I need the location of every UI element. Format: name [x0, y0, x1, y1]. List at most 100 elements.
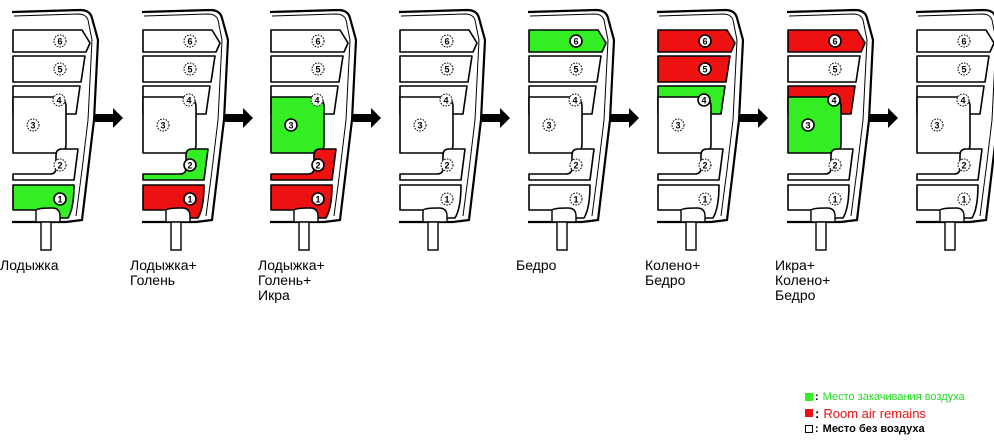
- zone-5: [142, 55, 216, 83]
- zone-label-3: 3: [805, 121, 810, 131]
- zone-label-1: 1: [187, 195, 192, 205]
- connector-port: [551, 207, 577, 223]
- zone-label-3: 3: [160, 121, 165, 131]
- zone-badge-3: [542, 118, 556, 132]
- zone-label-1: 1: [961, 195, 966, 205]
- zone-label-6: 6: [961, 37, 966, 47]
- cuff-stage: 6 5 4 3 2 1: [786, 8, 875, 251]
- zone-label-5: 5: [57, 65, 62, 75]
- zone-badge-6: [957, 34, 971, 48]
- cuff-inner-outline: [788, 13, 868, 217]
- zone-label-1: 1: [573, 195, 578, 205]
- zone-badge-1: [828, 192, 842, 206]
- zone-badge-6: [311, 34, 325, 48]
- zone-label-4: 4: [831, 96, 836, 106]
- connector-port: [35, 207, 61, 223]
- cuff-inner-outline: [400, 13, 480, 217]
- zone-badge-4: [827, 93, 841, 107]
- zone-6: [142, 29, 221, 53]
- zone-label-5: 5: [444, 65, 449, 75]
- connector-tube: [40, 221, 52, 251]
- zone-badge-5: [311, 62, 325, 76]
- zone-badge-5: [183, 62, 197, 76]
- zone-label-5: 5: [315, 65, 320, 75]
- cuff-inner-outline: [13, 13, 93, 217]
- zone-label-2: 2: [702, 161, 707, 171]
- cuff-inner-outline: [529, 13, 609, 217]
- zone-badge-6: [698, 34, 712, 48]
- stage-label: Бедро: [516, 257, 557, 273]
- zone-label-4: 4: [960, 96, 965, 106]
- zone-badge-2: [957, 158, 971, 172]
- zone-badge-3: [284, 118, 298, 132]
- stage-label: Лодыжка+Голень: [130, 257, 197, 288]
- zone-label-6: 6: [187, 37, 192, 47]
- cuff-stage: 6 5 4 3 2 1: [141, 8, 230, 251]
- connector-tube: [944, 221, 956, 251]
- zone-6: [657, 29, 736, 53]
- zone-6: [787, 29, 866, 53]
- zone-label-5: 5: [832, 65, 837, 75]
- arrow-right-icon: [225, 108, 253, 128]
- zone-badge-5: [440, 62, 454, 76]
- zone-badge-6: [183, 34, 197, 48]
- zone-label-2: 2: [832, 161, 837, 171]
- zone-label-4: 4: [443, 96, 448, 106]
- stage-label: Лодыжка: [0, 257, 59, 273]
- legend: : Место закачивания воздуха : Room air r…: [805, 389, 994, 437]
- zone-badge-2: [828, 158, 842, 172]
- cuff-inner-outline: [271, 13, 351, 217]
- zone-label-4: 4: [572, 96, 577, 106]
- zone-label-2: 2: [57, 161, 62, 171]
- arrow-right-icon: [482, 108, 510, 128]
- zone-label-5: 5: [702, 65, 707, 75]
- zone-label-6: 6: [444, 37, 449, 47]
- connector-port: [165, 207, 191, 223]
- zone-5: [399, 55, 473, 83]
- zone-label-2: 2: [573, 161, 578, 171]
- zone-label-1: 1: [832, 195, 837, 205]
- zone-label-4: 4: [186, 96, 191, 106]
- zone-label-4: 4: [701, 96, 706, 106]
- arrow-right-icon: [353, 108, 381, 128]
- cuff-inner-outline: [917, 13, 994, 217]
- legend-swatch-inflating: [805, 393, 813, 401]
- zone-5: [12, 55, 86, 83]
- zone-label-1: 1: [444, 195, 449, 205]
- zone-label-6: 6: [315, 37, 320, 47]
- zone-badge-4: [52, 93, 66, 107]
- connector-port: [939, 207, 965, 223]
- zone-6: [270, 29, 349, 53]
- connector-tube: [815, 221, 827, 251]
- zone-badge-4: [956, 93, 970, 107]
- arrow-right-icon: [611, 108, 639, 128]
- zone-badge-4: [182, 93, 196, 107]
- zone-label-5: 5: [187, 65, 192, 75]
- stage-label: Икра+Колено+Бедро: [775, 257, 831, 303]
- zone-label-6: 6: [832, 37, 837, 47]
- zone-badge-5: [569, 62, 583, 76]
- zone-label-1: 1: [702, 195, 707, 205]
- cuff-inner-outline: [658, 13, 738, 217]
- zone-badge-3: [413, 118, 427, 132]
- legend-swatch-no-air: [805, 425, 813, 433]
- zone-badge-5: [957, 62, 971, 76]
- zone-badge-2: [698, 158, 712, 172]
- zone-badge-2: [569, 158, 583, 172]
- zone-label-1: 1: [57, 195, 62, 205]
- zone-badge-4: [310, 93, 324, 107]
- legend-item-inflating: : Место закачивания воздуха: [805, 389, 994, 405]
- zone-label-3: 3: [934, 121, 939, 131]
- zone-badge-1: [440, 192, 454, 206]
- connector-tube: [298, 221, 310, 251]
- zone-label-6: 6: [702, 37, 707, 47]
- zone-badge-4: [439, 93, 453, 107]
- zone-label-6: 6: [57, 37, 62, 47]
- zone-label-3: 3: [288, 121, 293, 131]
- zone-label-1: 1: [315, 195, 320, 205]
- zone-label-2: 2: [187, 161, 192, 171]
